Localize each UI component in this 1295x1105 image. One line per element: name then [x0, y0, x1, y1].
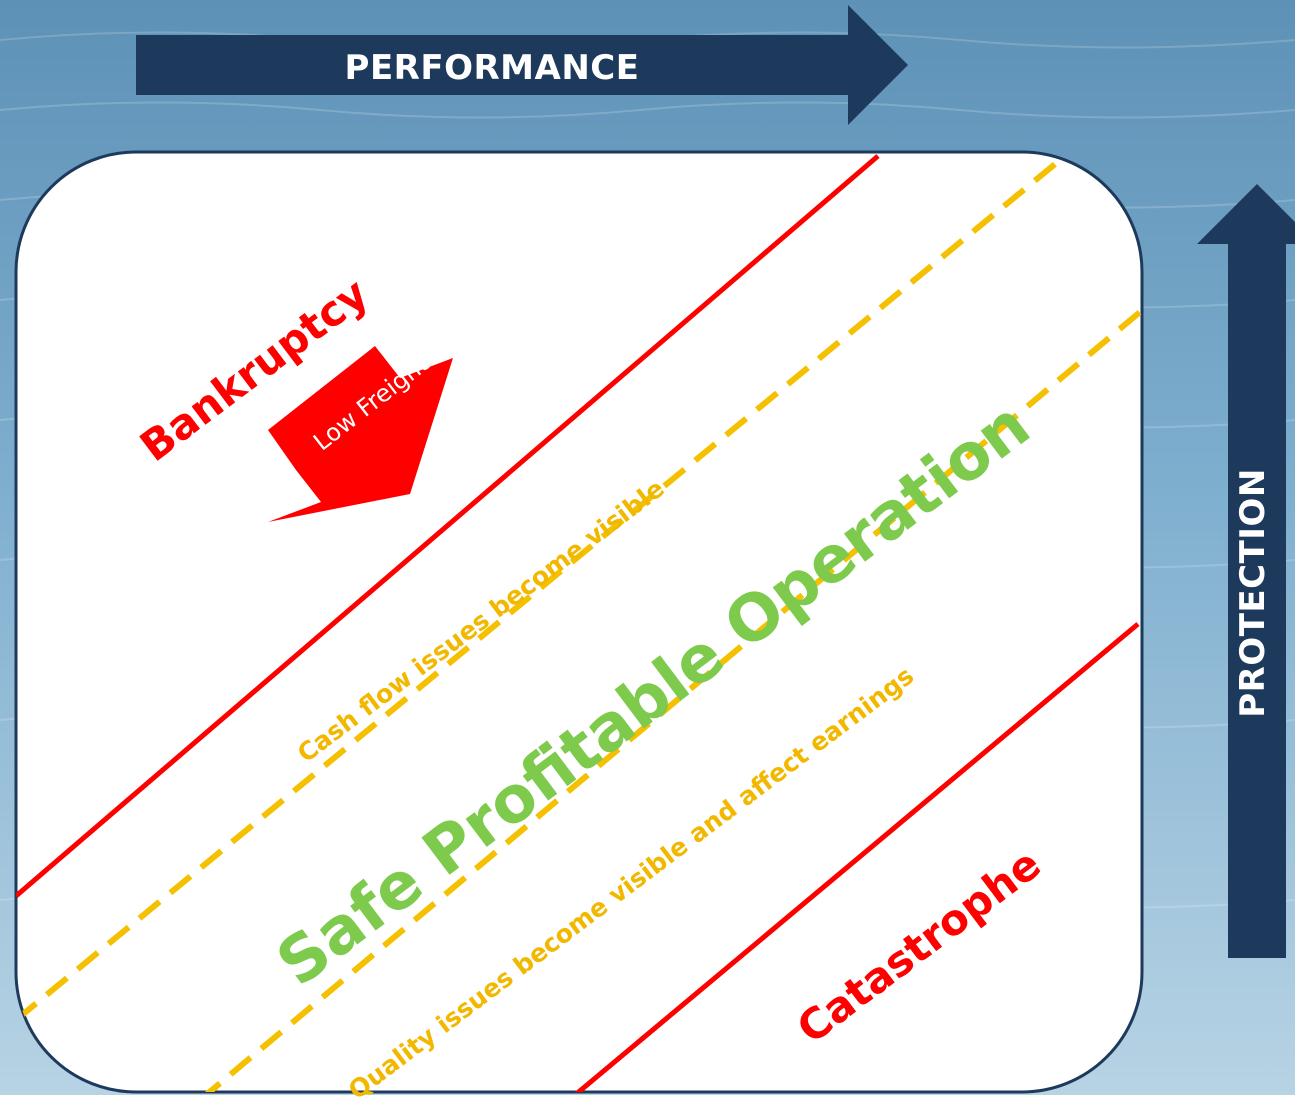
- quality-dashed-line: [198, 309, 1142, 1092]
- low-freight-arrow: [268, 346, 453, 522]
- catastrophe-boundary-line: [573, 622, 1140, 1092]
- bankruptcy-boundary-line: [16, 154, 880, 898]
- cash-flow-dashed-line: [16, 157, 1062, 1023]
- performance-label: PERFORMANCE: [344, 48, 640, 88]
